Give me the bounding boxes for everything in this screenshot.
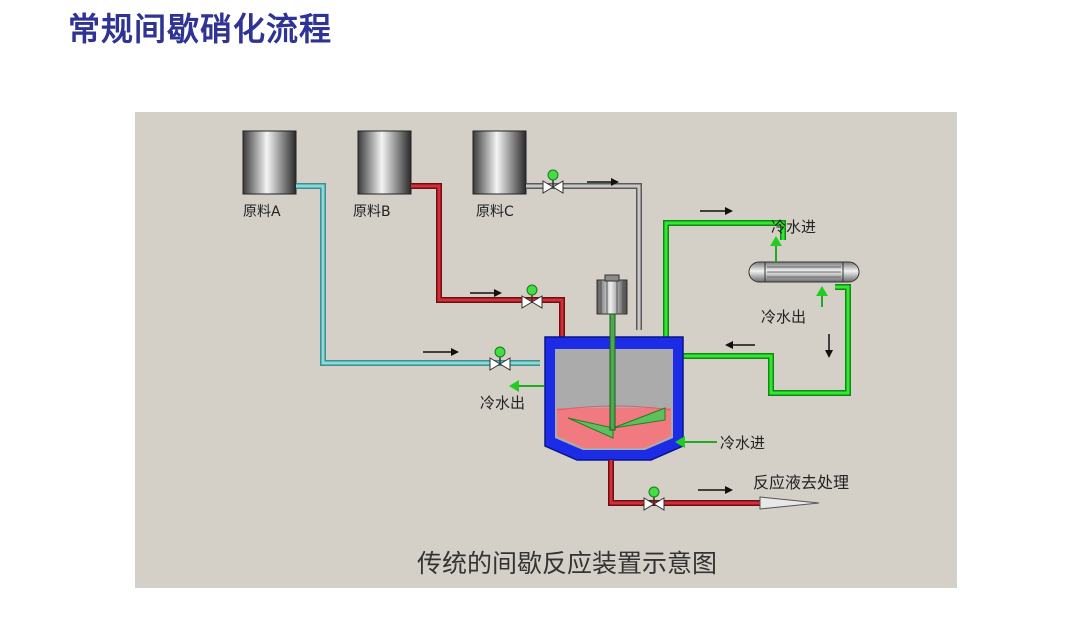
reactor-cooling-out-arrow-icon — [509, 380, 519, 392]
valve-b[interactable] — [521, 284, 543, 309]
tank-c-label: 原料C — [476, 204, 514, 220]
reactor-cooling-in-label: 冷水进 — [720, 434, 765, 452]
condenser — [748, 261, 860, 283]
valve-outlet[interactable] — [643, 486, 665, 511]
product-out-label: 反应液去处理 — [753, 473, 849, 492]
reactor-diagram: 原料A 原料B 原料C 冷水进 冷水出 — [242, 130, 860, 578]
tank-b-label: 原料B — [353, 204, 391, 220]
cooling-out-arrow-icon — [816, 286, 828, 296]
condenser-cooling-out-label: 冷水出 — [761, 308, 806, 326]
cooling-in-arrow-icon — [770, 236, 782, 246]
outlet-pipe — [608, 460, 760, 506]
agitator-shaft — [609, 313, 616, 431]
outlet-arrow-icon — [759, 496, 820, 510]
diagram-caption: 传统的间歇反应装置示意图 — [417, 549, 717, 578]
condenser-cooling-in-label: 冷水进 — [771, 218, 816, 236]
tank-a: 原料A — [242, 130, 297, 220]
valve-c[interactable] — [542, 169, 564, 194]
reactor-cooling-out-label: 冷水出 — [480, 394, 525, 412]
tank-c: 原料C — [472, 130, 527, 220]
diagram-panel: 原料A 原料B 原料C 冷水进 冷水出 — [135, 112, 957, 588]
valve-a[interactable] — [489, 346, 511, 371]
tank-b: 原料B — [353, 130, 412, 220]
flow-arrow-icon — [423, 178, 833, 494]
cooling-loop — [663, 220, 786, 359]
reactor — [544, 313, 684, 461]
reactor-cooling-in-arrow-icon — [675, 436, 685, 448]
page-title: 常规间歇硝化流程 — [68, 10, 333, 48]
agitator-motor — [596, 274, 628, 315]
tank-a-label: 原料A — [243, 204, 281, 220]
